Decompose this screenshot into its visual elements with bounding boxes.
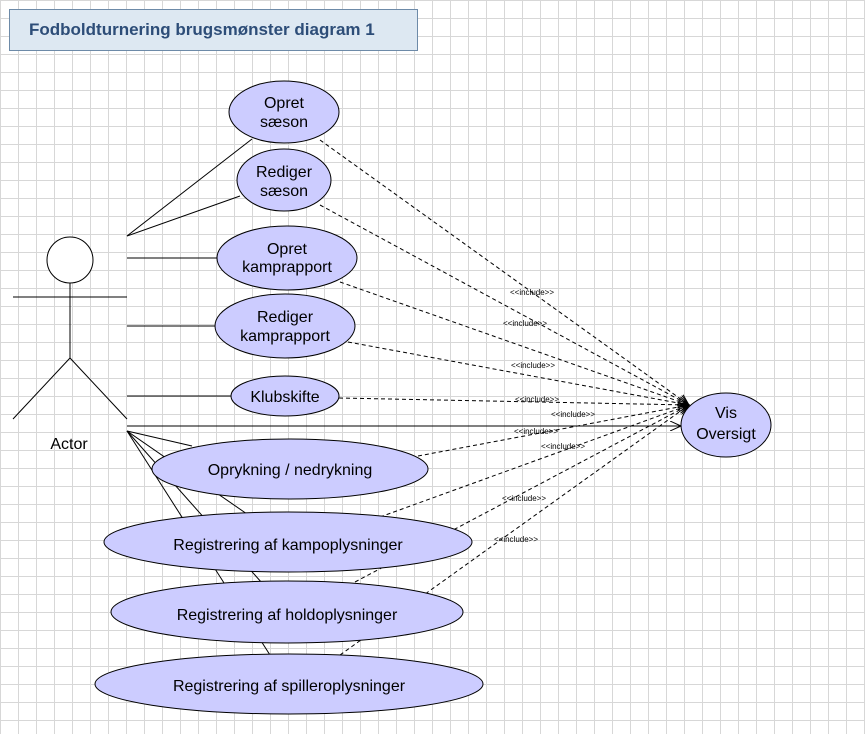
actor-right-leg [69, 357, 128, 420]
use-case-ellipse [94, 653, 484, 715]
include-label: <<include>> [511, 361, 555, 370]
use-case-label: sæson [260, 183, 308, 200]
use-case-label: Registrering af holdoplysninger [177, 607, 398, 624]
use-case-label: kamprapport [240, 328, 330, 345]
association-lines [126, 138, 681, 656]
diagram-title: Fodboldturnering brugsmønster diagram 1 [9, 9, 418, 51]
use-case-label: Oversigt [696, 426, 756, 443]
use-cases: OpretsæsonRedigersæsonOpretkamprapportRe… [94, 80, 772, 715]
use-case-label: Klubskifte [250, 389, 319, 406]
use-case-label: Rediger [257, 309, 314, 326]
actor[interactable]: Actor [12, 236, 128, 453]
use-case-klubskifte[interactable]: Klubskifte [230, 375, 340, 417]
association-line [126, 195, 241, 237]
use-case-registrering-holdoplysninger[interactable]: Registrering af holdoplysninger [110, 580, 464, 644]
include-dependencies [319, 139, 689, 656]
use-case-registrering-kampoplysninger[interactable]: Registrering af kampoplysninger [103, 511, 473, 573]
include-labels: <<include>> <<include>> <<include>> <<inclu… [494, 288, 595, 544]
use-case-label: kamprapport [242, 259, 332, 276]
use-case-label: Registrering af spilleroplysninger [173, 678, 406, 695]
include-arrow [338, 397, 689, 405]
use-case-ellipse [228, 80, 340, 144]
actor-head [46, 236, 94, 284]
use-case-ellipse [214, 293, 356, 359]
use-case-label: Vis [715, 405, 737, 422]
use-case-oprykning-nedrykning[interactable]: Oprykning / nedrykning [151, 438, 429, 500]
use-case-label: Opret [264, 95, 305, 112]
use-case-ellipse [151, 438, 429, 500]
use-case-label: Rediger [256, 164, 313, 181]
include-arrow [319, 204, 689, 405]
include-label: <<include>> [541, 442, 585, 451]
include-arrow [379, 405, 689, 518]
actor-label: Actor [50, 436, 88, 453]
use-case-label: Oprykning / nedrykning [208, 462, 373, 479]
include-label: <<include>> [494, 535, 538, 544]
include-label: <<include>> [510, 288, 554, 297]
use-case-registrering-spilleroplysninger[interactable]: Registrering af spilleroplysninger [94, 653, 484, 715]
use-case-ellipse [680, 392, 772, 458]
include-arrow [339, 281, 689, 405]
use-case-ellipse [110, 580, 464, 644]
use-case-rediger-kamprapport[interactable]: Rediger kamprapport [214, 293, 356, 359]
include-label: <<include>> [515, 395, 559, 404]
include-label: <<include>> [502, 494, 546, 503]
include-label: <<include>> [551, 410, 595, 419]
association-line [126, 430, 193, 447]
use-case-rediger-saeson[interactable]: Rediger sæson [236, 148, 332, 212]
include-arrow [417, 405, 689, 457]
include-arrow [319, 139, 689, 405]
use-case-ellipse [103, 511, 473, 573]
association-line [126, 138, 253, 237]
include-label: <<include>> [514, 427, 558, 436]
include-arrow [347, 341, 689, 405]
use-case-label: Registrering af kampoplysninger [173, 537, 403, 554]
use-case-ellipse [216, 225, 358, 291]
use-case-ellipse [236, 148, 332, 212]
use-case-label: Opret [267, 241, 308, 258]
use-case-ellipse [230, 375, 340, 417]
use-case-opret-saeson[interactable]: Opret sæson [228, 80, 340, 144]
include-label: <<include>> [503, 319, 547, 328]
use-case-label: sæson [260, 114, 308, 131]
actor-left-leg [12, 357, 71, 420]
